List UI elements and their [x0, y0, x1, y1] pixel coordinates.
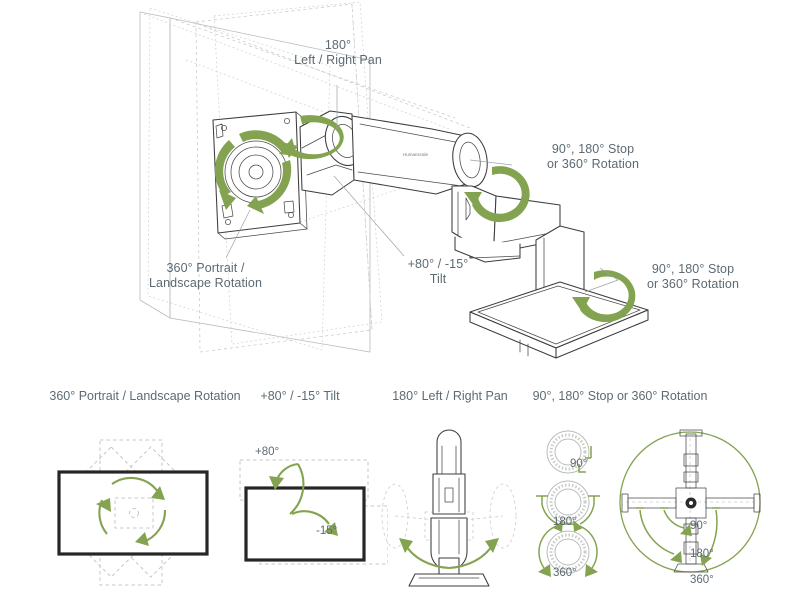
panel-title-tilt: +80° / -15° Tilt: [260, 389, 340, 403]
ring-label-90: 90°: [570, 458, 588, 470]
monitor-tilt-outline: [244, 486, 366, 562]
arrow-rotation-upper: [464, 166, 530, 223]
arrow-360-rotation: [96, 476, 167, 546]
callout-rotation-lower: 90°, 180° Stop or 360° Rotation: [646, 262, 740, 291]
panel-rotation-rings-figure: [536, 430, 600, 577]
panel-tilt-figure: [239, 459, 388, 565]
arrow-pan-left-right: [399, 538, 499, 570]
arrow-sweep-360: [700, 507, 720, 566]
arrow-tilt-down: [289, 463, 338, 536]
post-and-base: [469, 225, 649, 359]
ring-360: [538, 523, 598, 577]
callout-rotation-upper: 90°, 180° Stop or 360° Rotation: [546, 142, 640, 171]
tilt-up-label: +80°: [255, 446, 280, 458]
svg-text:Humanscale: Humanscale: [403, 152, 429, 157]
panel-title-rotation: 90°, 180° Stop or 360° Rotation: [532, 389, 708, 403]
ring-label-180: 180°: [553, 516, 577, 528]
ring-label-360: 360°: [553, 567, 577, 579]
arrow-tilt-up: [269, 462, 299, 490]
tilt-down-label: -15°: [316, 525, 338, 537]
sweep-label-360: 360°: [690, 574, 714, 586]
panel-portrait-landscape-figure: [57, 439, 209, 586]
callout-pan: 180° Left / Right Pan: [294, 38, 382, 67]
sweep-label-90: 90°: [690, 520, 708, 532]
arrow-left-right-pan: [282, 115, 344, 160]
panel-title-pan: 180° Left / Right Pan: [392, 389, 508, 403]
arrow-sweep-90: [660, 507, 692, 536]
monitor-center-marker: [114, 497, 154, 529]
hero-illustration: Humanscale: [139, 1, 649, 359]
monitor-landscape-outline: [57, 470, 209, 556]
ghost-monitor-tilt-down: [259, 505, 388, 565]
callout-leader-lines: [225, 85, 619, 293]
panel-pan-figure: [381, 429, 517, 587]
callout-tilt: +80° / -15° Tilt: [407, 257, 469, 286]
sweep-label-180: 180°: [690, 548, 714, 560]
arrow-rotation-lower: [572, 270, 636, 323]
panel-title-portrait-landscape: 360° Portrait / Landscape Rotation: [49, 389, 241, 403]
arm-top-view: [408, 429, 490, 587]
arrow-sweep-180: [636, 507, 682, 563]
panel-rotation-sweep-figure: [619, 429, 761, 573]
pivot-point: [129, 508, 139, 518]
ring-90: [546, 430, 592, 474]
arm-top-view-ghost: [621, 429, 761, 573]
callout-portrait-landscape: 360° Portrait / Landscape Rotation: [149, 261, 262, 290]
